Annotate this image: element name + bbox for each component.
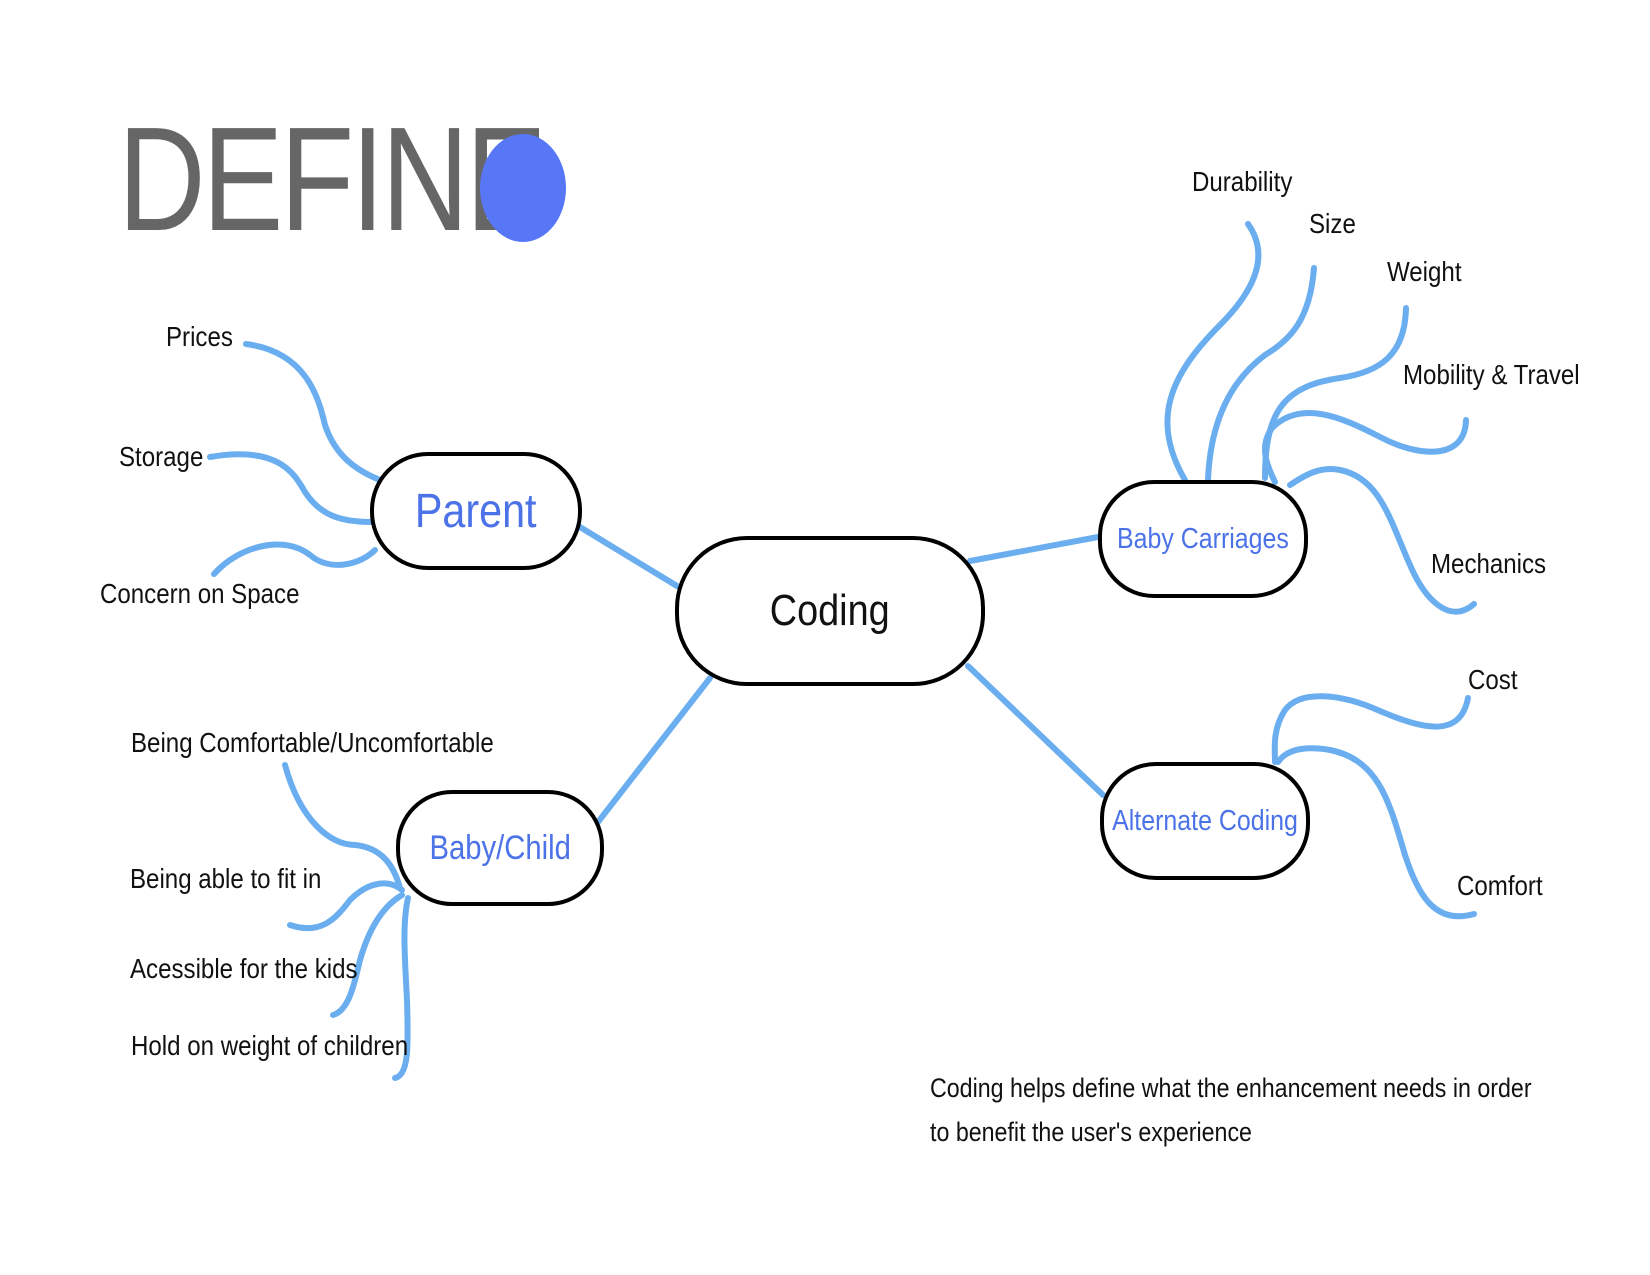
link-center-alternate-coding [965,663,1106,798]
page-title: DEFINE [118,97,547,262]
leaf-being-comfortable: Being Comfortable/Uncomfortable [131,727,494,758]
leaf-being-able-to-fit-in: Being able to fit in [130,863,322,894]
branch-node-baby-child-label: Baby/Child [429,828,571,867]
center-node-label: Coding [770,586,890,635]
link-leaf-size [1205,265,1317,483]
branch-node-alternate-coding-label: Alternate Coding [1112,804,1298,837]
leaf-storage: Storage [119,441,204,472]
link-leaf-hold-weight [392,895,411,1081]
link-leaf-mechanics [1287,466,1477,615]
center-node-coding[interactable]: Coding [675,536,985,686]
explanation-note: Coding helps define what the enhancement… [930,1066,1532,1154]
link-center-baby-child [595,675,713,825]
leaf-concern-on-space: Concern on Space [100,578,300,609]
title-dot-icon [480,134,566,242]
branch-node-baby-carriages-label: Baby Carriages [1117,522,1289,555]
leaf-weight: Weight [1387,256,1462,287]
link-leaf-mobility [1262,410,1469,485]
link-center-parent [572,521,680,589]
leaf-durability: Durability [1192,166,1293,197]
link-leaf-accessible [330,892,405,1018]
link-leaf-durability [1164,221,1262,483]
link-leaf-comfort [1275,745,1477,920]
branch-node-baby-carriages[interactable]: Baby Carriages [1098,480,1308,598]
leaf-comfort: Comfort [1457,870,1543,901]
leaf-hold-on-weight: Hold on weight of children [131,1030,409,1061]
link-leaf-fit-in [287,880,405,932]
leaf-mobility-travel: Mobility & Travel [1403,359,1580,390]
branch-node-parent-label: Parent [415,484,537,538]
link-leaf-weight [1262,305,1409,481]
leaf-prices: Prices [166,321,233,352]
explanation-note-line-1: Coding helps define what the enhancement… [930,1073,1532,1103]
branch-node-alternate-coding[interactable]: Alternate Coding [1100,762,1310,880]
branch-node-parent[interactable]: Parent [370,452,582,570]
link-leaf-cost [1271,693,1471,765]
leaf-acessible-for-kids: Acessible for the kids [130,953,358,984]
leaf-mechanics: Mechanics [1431,548,1547,579]
link-leaf-storage [207,451,375,525]
link-center-baby-carriages [967,534,1101,564]
explanation-note-line-2: to benefit the user's experience [930,1117,1252,1147]
branch-node-baby-child[interactable]: Baby/Child [396,790,604,906]
link-leaf-comfortable [282,762,403,891]
leaf-cost: Cost [1468,664,1518,695]
leaf-size: Size [1309,208,1356,239]
link-leaf-concern [211,541,378,577]
link-leaf-prices [243,341,383,483]
